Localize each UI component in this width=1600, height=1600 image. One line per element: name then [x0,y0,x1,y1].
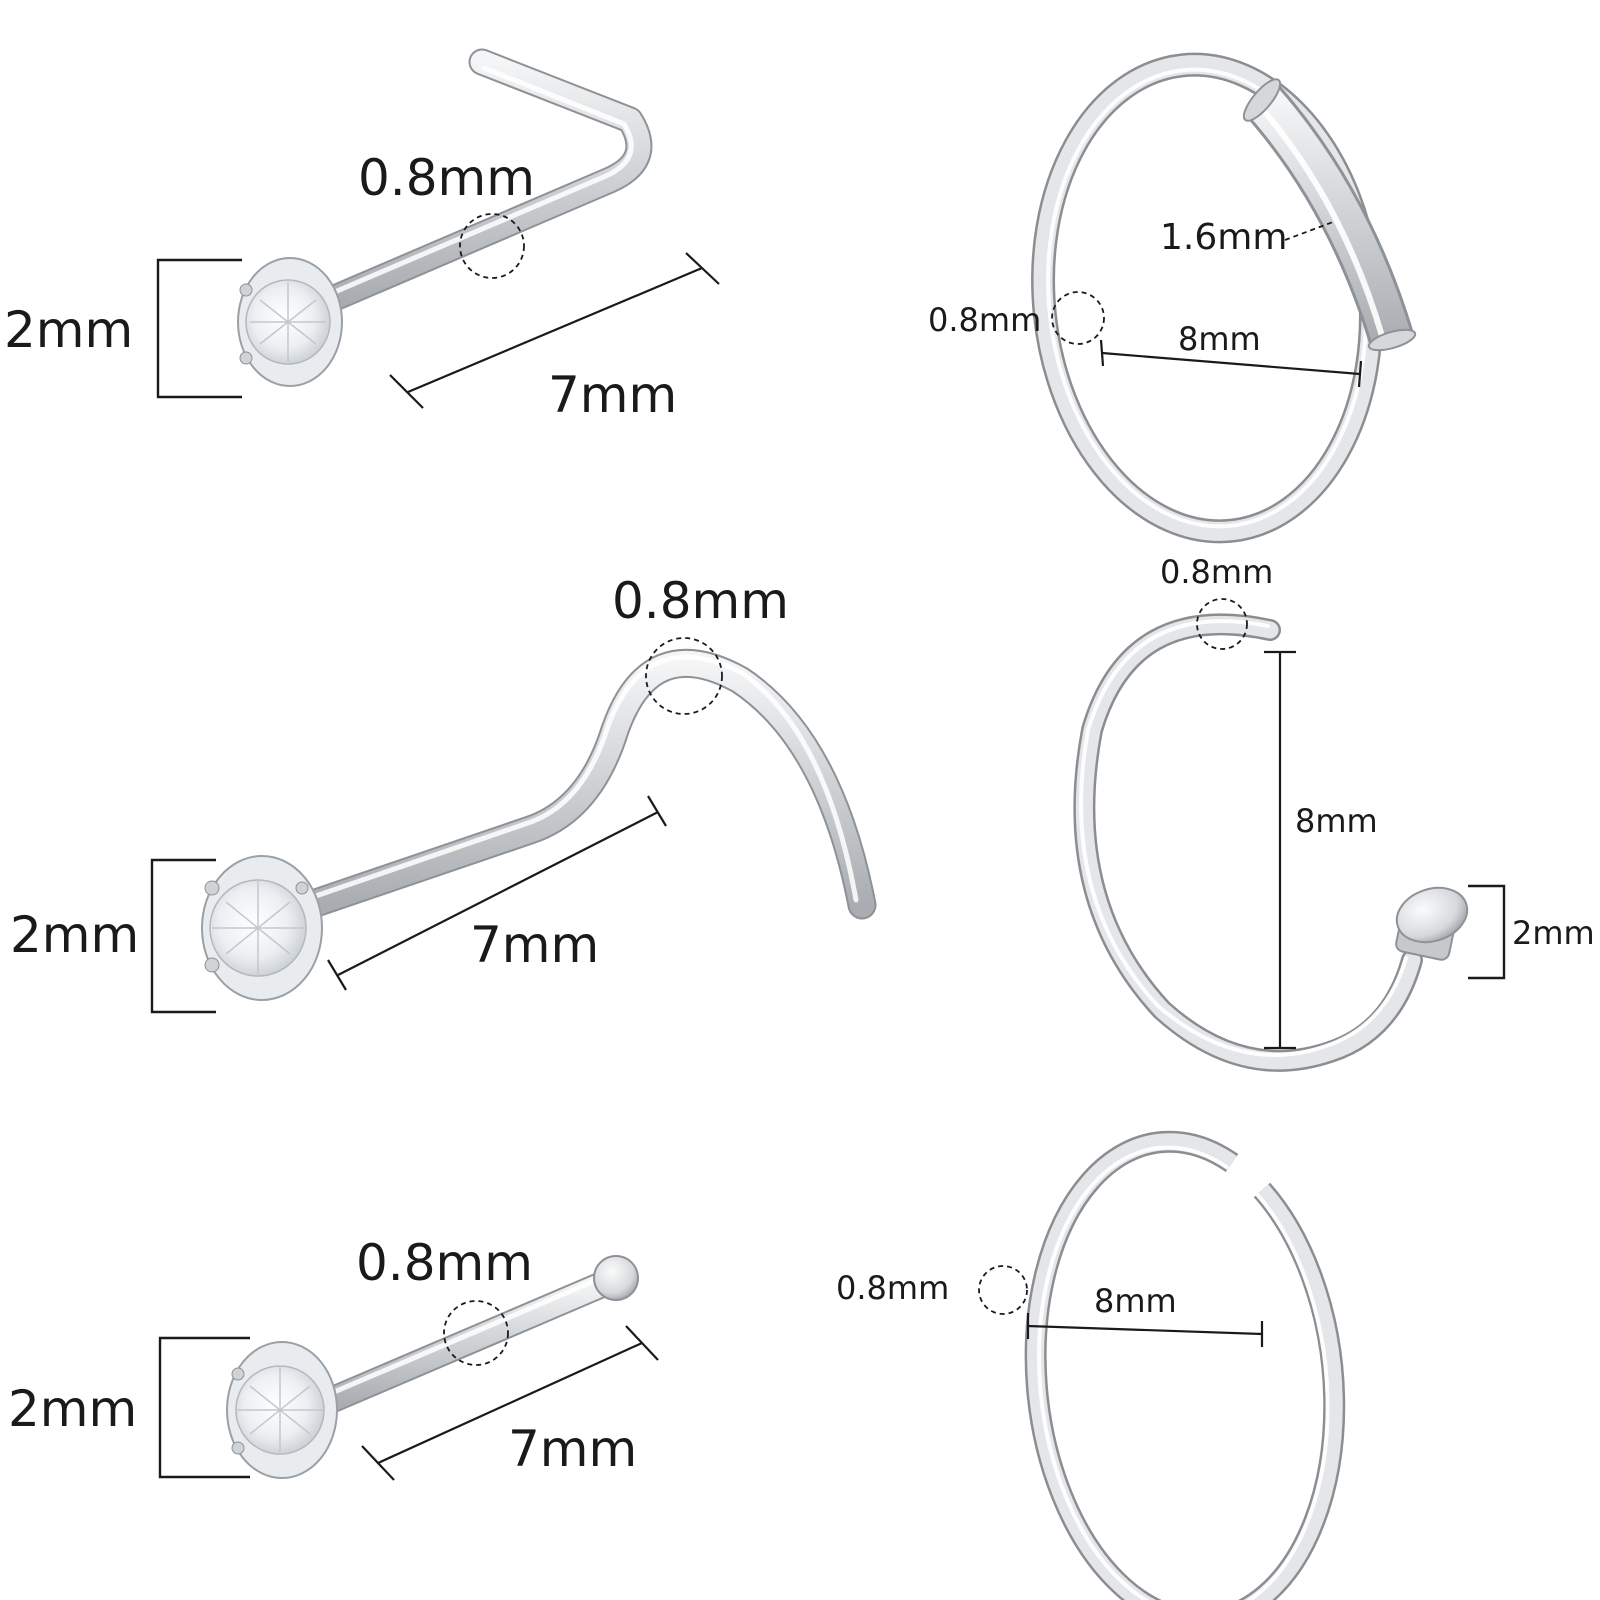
open-hoop-gauge-label: 0.8mm [836,1269,949,1307]
hoop-with-ball-end-disc-bracket [1468,884,1506,980]
screw-stud-length-label: 7mm [470,916,599,974]
hoop-with-tube-gauge-marker [1051,291,1105,345]
straight-stud-gauge-label: 0.8mm [356,1234,533,1292]
hoop-with-ball-end-disc [1395,886,1469,961]
hoop-with-tube-diameter-label: 8mm [1178,320,1261,358]
open-hoop-diameter-label: 8mm [1094,1282,1177,1320]
l-shape-stud-wire [316,48,653,314]
hoop-with-tube-ring [1031,52,1383,544]
straight-stud: 0.8mm 2mm 7mm [8,1234,659,1481]
hoop-with-tube: 1.6mm 0.8mm 8mm [928,52,1417,544]
open-hoop-diameter-dimension [1026,1313,1264,1347]
screw-stud-gem-label: 2mm [10,906,139,964]
hoop-with-tube-tube-label: 1.6mm [1160,217,1287,258]
screw-stud-gauge-label: 0.8mm [612,572,789,630]
straight-stud-gem-label: 2mm [8,1380,137,1438]
hoop-with-tube-diameter-dimension [1099,339,1363,388]
hoop-with-ball-end-disc-label: 2mm [1512,914,1595,952]
hoop-with-ball-end-gauge-label: 0.8mm [1160,553,1273,591]
screw-stud-gem-bracket [150,858,216,1014]
l-shape-stud-gauge-marker [459,213,525,279]
straight-stud-length-label: 7mm [508,1420,637,1478]
l-shape-stud: 0.8mm 2mm 7mm [4,48,720,424]
straight-stud-gauge-marker [443,1300,509,1366]
screw-stud-wire [295,648,877,920]
straight-stud-length-dimension [361,1325,659,1481]
straight-stud-gem-bracket [158,1336,250,1479]
l-shape-stud-gem-label: 2mm [4,301,133,359]
l-shape-stud-gauge-label: 0.8mm [358,149,535,207]
hoop-with-ball-end: 0.8mm 8mm 2mm [1073,553,1595,1072]
screw-stud-gauge-marker [645,637,723,715]
hoop-with-tube-sleeve [1242,78,1417,352]
hoop-with-tube-gauge-label: 0.8mm [928,301,1041,339]
hoop-with-ball-end-gauge-marker [1196,598,1248,650]
screw-stud-gem [201,855,323,1001]
screw-stud-length-dimension [327,795,667,991]
l-shape-stud-gem-bracket [156,258,242,399]
l-shape-stud-gem [237,257,343,387]
hoop-with-ball-end-diameter-dimension [1264,650,1296,1050]
screw-stud: 0.8mm 2mm 7mm [10,572,877,1014]
straight-stud-wire [306,1255,639,1419]
hoop-with-ball-end-wire [1073,613,1423,1072]
l-shape-stud-length-label: 7mm [548,366,677,424]
open-hoop-ring [1024,1130,1346,1600]
open-hoop: 0.8mm 8mm [836,1130,1346,1600]
hoop-with-ball-end-diameter-label: 8mm [1295,802,1378,840]
l-shape-stud-length-dimension [389,252,720,409]
open-hoop-gauge-marker [978,1265,1028,1315]
straight-stud-gem [226,1341,338,1479]
